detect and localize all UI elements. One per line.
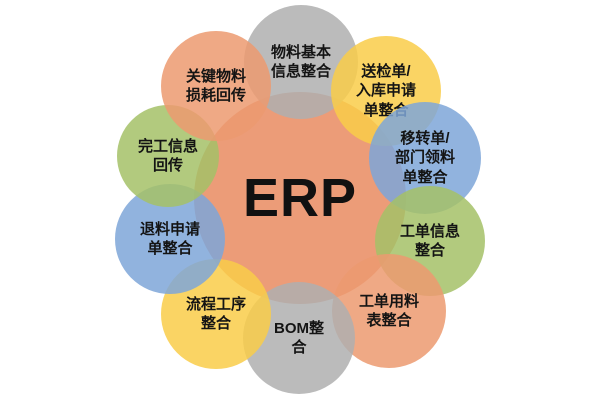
node-transfer-dept-picking: 移转单/ 部门领料 单整合 — [369, 102, 481, 214]
center-label: ERP — [242, 168, 358, 228]
node-label: BOM整 合 — [274, 319, 324, 357]
node-label: 关键物料 损耗回传 — [185, 67, 246, 105]
node-label: 完工信息 回传 — [137, 137, 198, 175]
node-key-material-loss: 关键物料 损耗回传 — [161, 31, 271, 141]
node-label: 退料申请 单整合 — [139, 220, 200, 258]
node-completion-feedback: 完工信息 回传 — [117, 105, 219, 207]
node-label: 物料基本 信息整合 — [270, 43, 331, 81]
node-inspection-warehouse: 送检单/ 入库申请 单整合 — [331, 36, 441, 146]
node-label: 工单用料 表整合 — [358, 292, 419, 330]
node-label: 工单信息 整合 — [399, 222, 460, 260]
node-label: 移转单/ 部门领料 单整合 — [394, 129, 455, 186]
node-label: 流程工序 整合 — [185, 295, 246, 333]
